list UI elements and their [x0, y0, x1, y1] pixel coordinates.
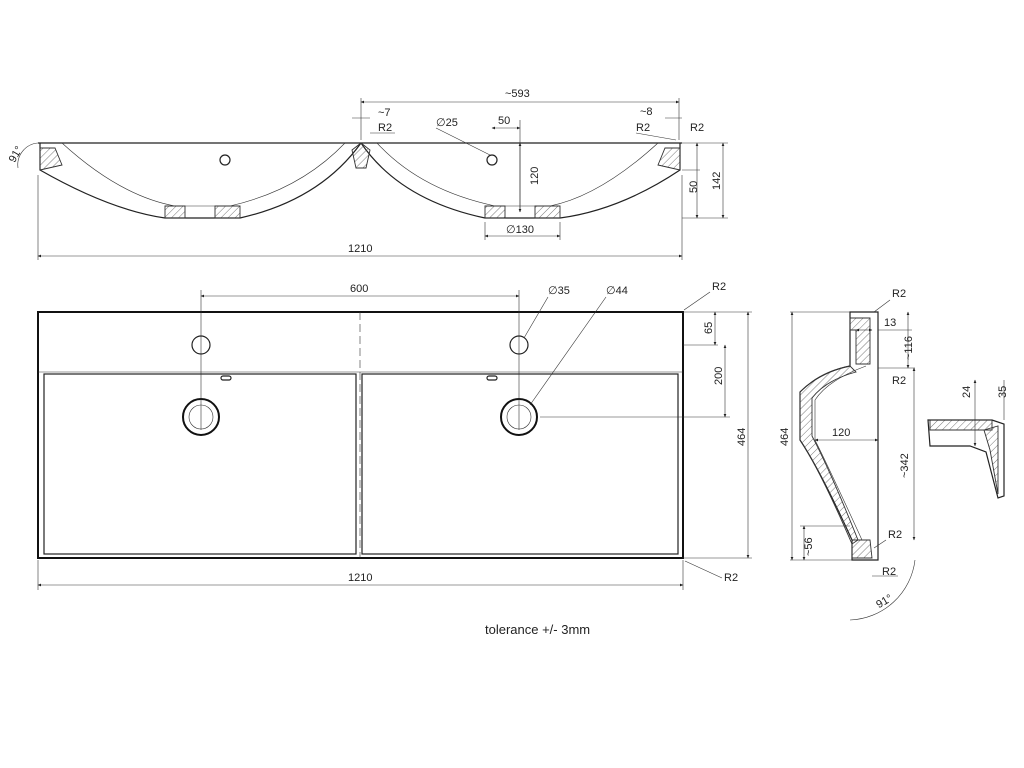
dim-600: 600: [350, 283, 368, 295]
dim-dia44: ∅44: [606, 285, 628, 297]
side-hatch-top: [849, 317, 871, 365]
tolerance-note: tolerance +/- 3mm: [485, 622, 590, 637]
dim-7: ~7: [378, 107, 391, 119]
detail-view: [927, 419, 1005, 499]
plan-outline: [37, 311, 684, 559]
drain-hatch-right: [484, 205, 506, 219]
dim-200: 200: [713, 367, 725, 385]
dim-r2-side-4: R2: [882, 566, 896, 578]
drain-hatch-left-b: [214, 205, 241, 219]
basin-right: [361, 373, 679, 555]
dim-24: 24: [961, 386, 973, 398]
overflow-right: [486, 375, 498, 381]
dim-13: 13: [884, 317, 896, 329]
dim-1210-plan: 1210: [348, 572, 372, 584]
angle-label-side: 91°: [874, 592, 894, 611]
section-view-top: 91°: [7, 142, 682, 219]
dim-8: ~8: [640, 106, 653, 118]
overflow-left: [220, 375, 232, 381]
dim-464-plan: 464: [736, 428, 748, 446]
detail-hatch: [929, 419, 993, 431]
side-view: [799, 311, 916, 621]
angle-label-top: 91°: [7, 144, 26, 164]
dim-35: 35: [997, 386, 1009, 398]
dimensions-detail: 24 35: [961, 379, 1009, 447]
side-hatch-bottom: [851, 539, 873, 559]
dim-65: 65: [703, 322, 715, 334]
dim-dia25: ∅25: [436, 117, 458, 129]
dim-dia130: ∅130: [506, 224, 534, 236]
side-hatch-wall: [799, 365, 859, 545]
dim-r2-plan-tr: R2: [712, 281, 726, 293]
dim-r2-plan-br: R2: [724, 572, 738, 584]
dim-r2-a: R2: [378, 122, 392, 134]
dim-r2-b: R2: [636, 122, 650, 134]
dim-r2-side-3: R2: [888, 529, 902, 541]
dim-56: ~56: [803, 537, 815, 556]
drain-hatch-right-b: [534, 205, 561, 219]
dim-342: ~342: [899, 453, 911, 478]
dim-r2-side-1: R2: [892, 288, 906, 300]
dim-dia35: ∅35: [548, 285, 570, 297]
wall-hatch-left: [39, 147, 63, 171]
dim-50-right: 50: [688, 181, 700, 193]
dim-142: 142: [711, 172, 723, 190]
tap-hole-right: [486, 154, 498, 166]
basin-left: [43, 373, 357, 555]
drain-hatch-left: [164, 205, 186, 219]
dimensions-top: ~593 ~7 R2 ∅25 50 120 ~8 R2 R2 50 142 ∅1…: [37, 88, 728, 260]
plan-view: [37, 311, 684, 559]
dim-50-top: 50: [498, 115, 510, 127]
dim-120-top: 120: [529, 167, 541, 185]
dim-1210-top: 1210: [348, 243, 372, 255]
dim-593: ~593: [505, 88, 530, 100]
dim-116: ~116: [903, 336, 915, 360]
center-ridge-hatch: [351, 142, 371, 169]
wall-hatch-right: [657, 147, 681, 171]
dim-r2-c: R2: [690, 122, 704, 134]
dimensions-plan: 600 ∅35 ∅44 R2 R2 65 200 464 1210: [37, 281, 752, 590]
dim-120-side: 120: [832, 427, 850, 439]
dim-464-side: 464: [779, 428, 791, 446]
dimensions-side: R2 13 ~116 R2 464 120 ~342 R2 ~56 R2 91°: [779, 288, 916, 611]
tap-hole-left: [219, 154, 231, 166]
dim-r2-side-2: R2: [892, 375, 906, 387]
